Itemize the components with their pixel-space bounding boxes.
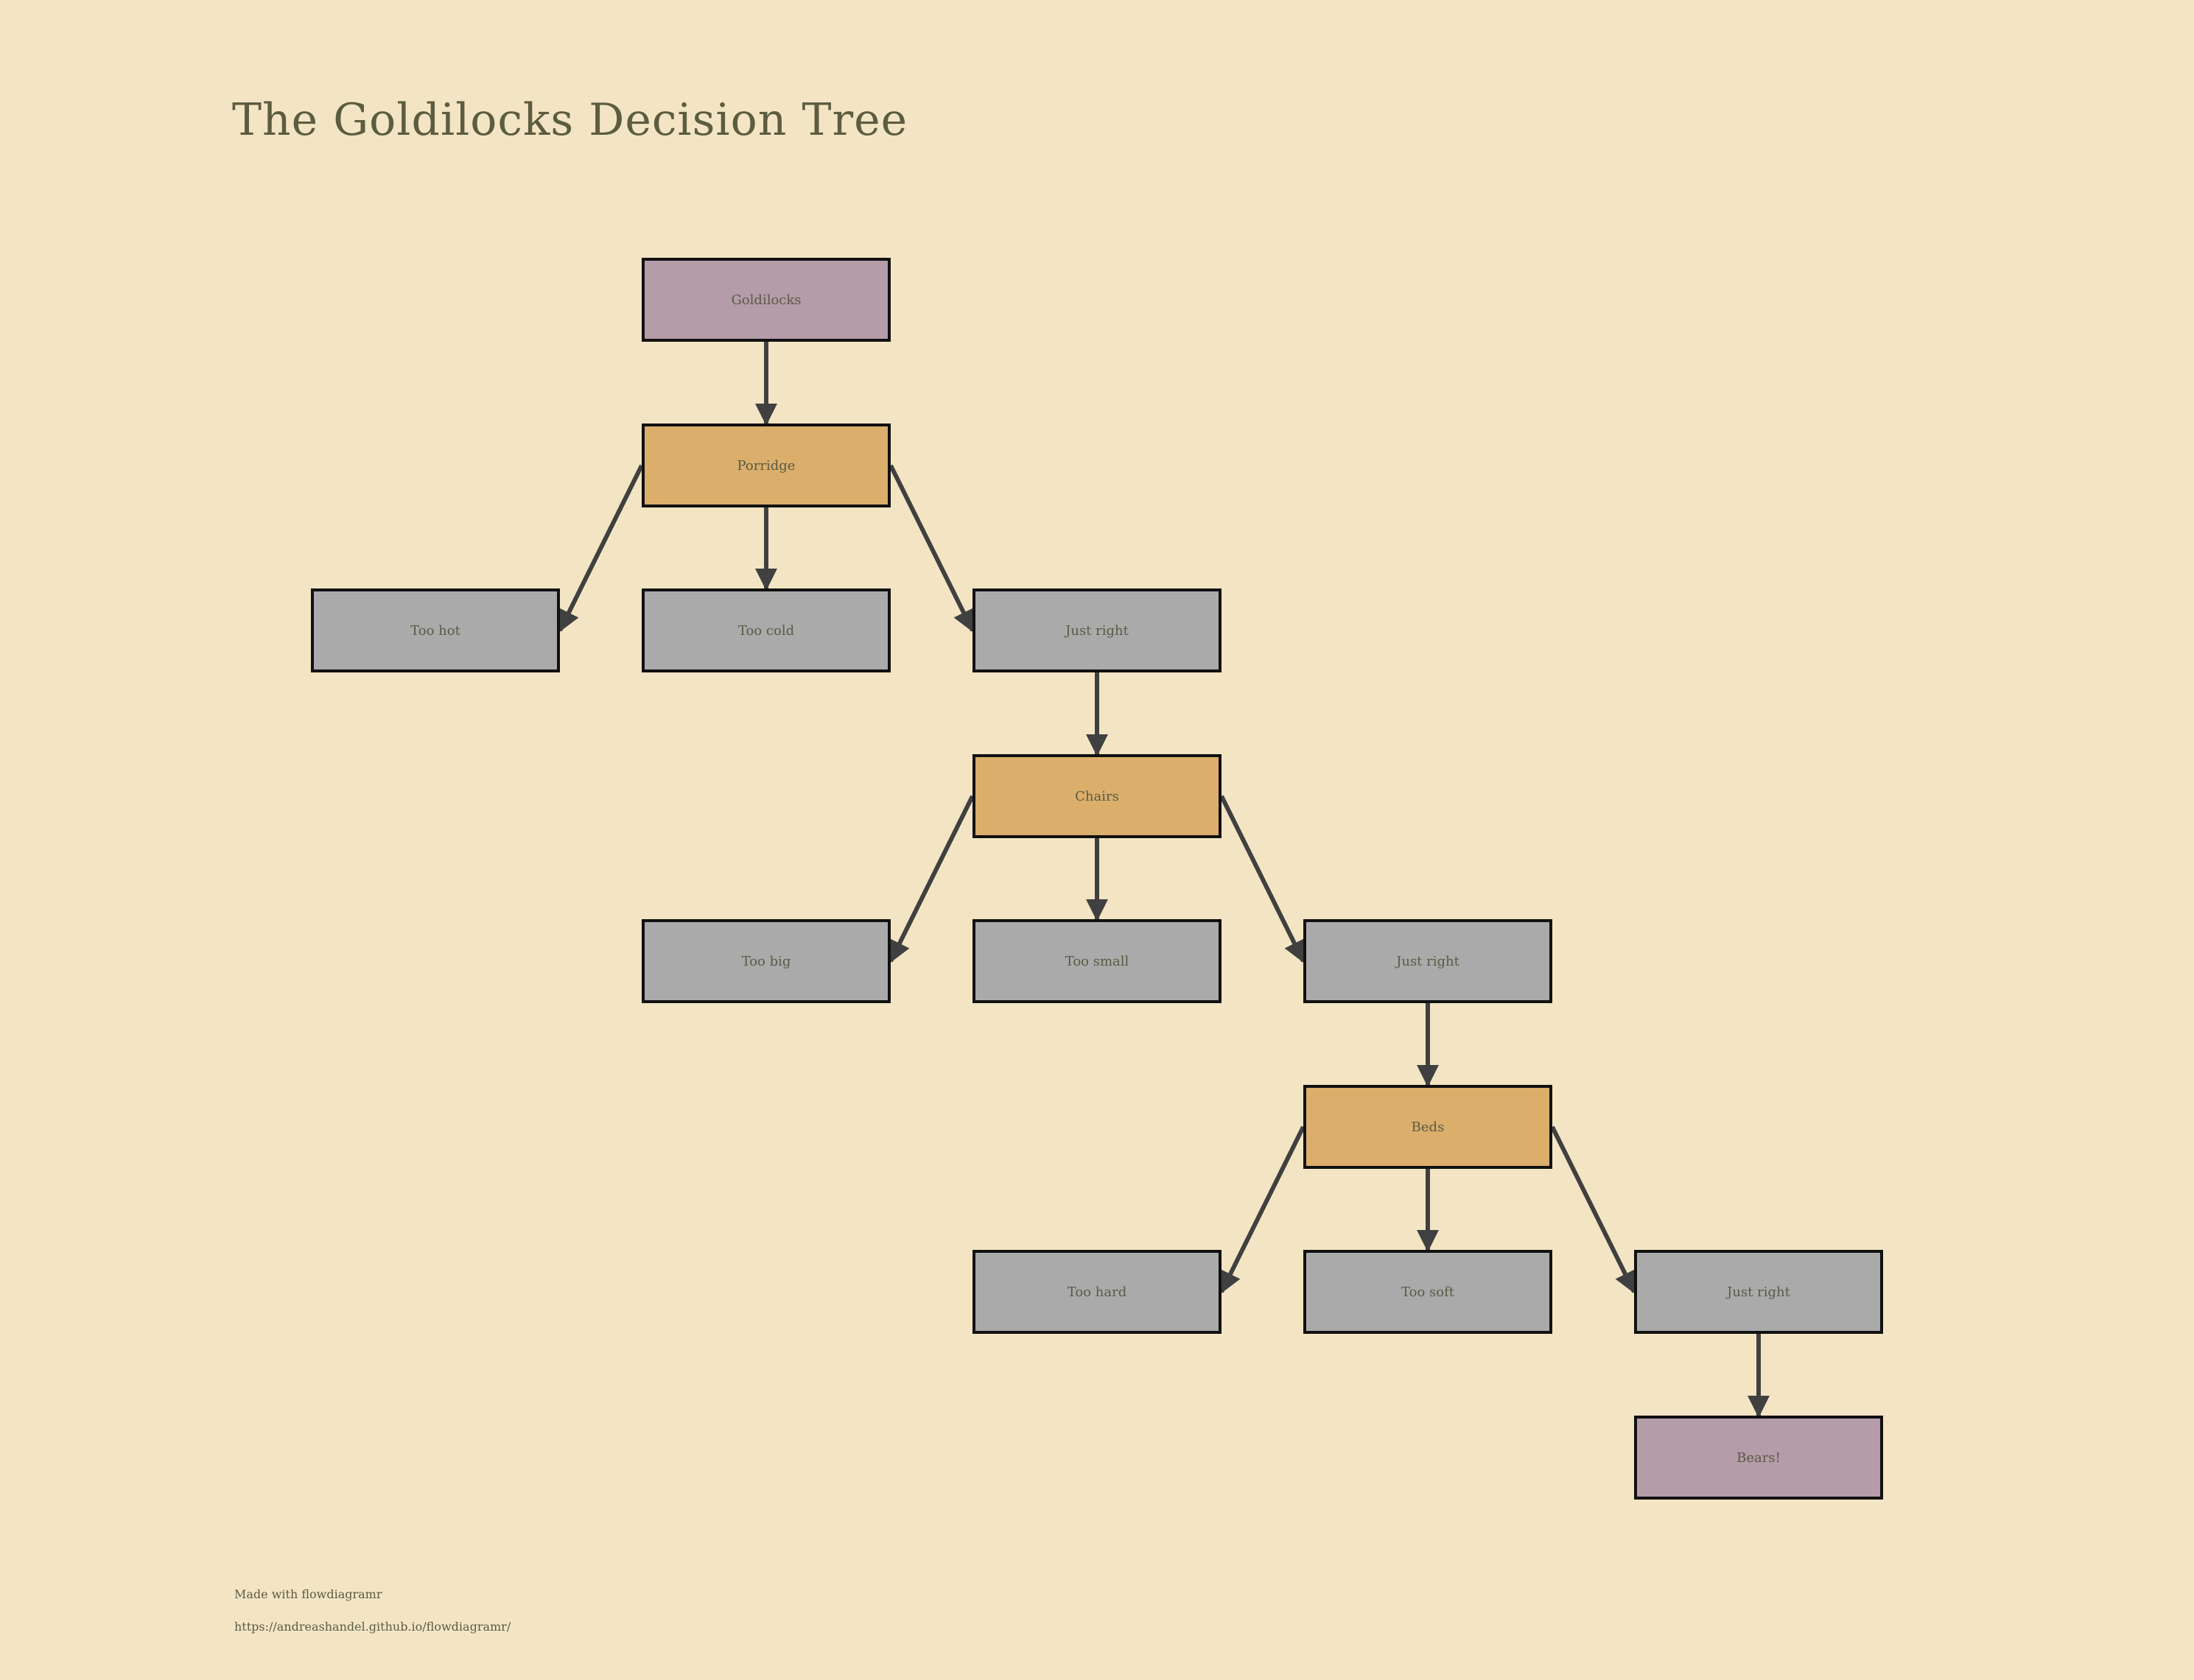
- node-beds-too-hard: Too hard: [972, 1250, 1222, 1334]
- edge-beds-to-beds-just-right: [1550, 1125, 1636, 1294]
- node-porridge-too-hot: Too hot: [311, 588, 560, 672]
- node-porridge-just-right: Just right: [972, 588, 1222, 672]
- footer-credit: Made with flowdiagramr: [234, 1587, 382, 1601]
- edge-porridge-to-porridge-too-hot: [558, 464, 644, 633]
- edge-beds-to-beds-too-hard: [1219, 1125, 1305, 1294]
- node-beds: Beds: [1303, 1085, 1552, 1169]
- node-chairs-too-small: Too small: [972, 919, 1222, 1003]
- node-beds-too-soft: Too soft: [1303, 1250, 1552, 1334]
- node-goldilocks: Goldilocks: [642, 258, 891, 342]
- node-porridge-too-cold: Too cold: [642, 588, 891, 672]
- node-beds-just-right: Just right: [1634, 1250, 1883, 1334]
- diagram-title: The Goldilocks Decision Tree: [232, 94, 908, 146]
- node-chairs-too-big: Too big: [642, 919, 891, 1003]
- node-porridge: Porridge: [642, 423, 891, 507]
- node-chairs-just-right: Just right: [1303, 919, 1552, 1003]
- edge-porridge-to-porridge-just-right: [889, 464, 975, 633]
- node-chairs: Chairs: [972, 754, 1222, 838]
- footer-url: https://andreashandel.github.io/flowdiag…: [234, 1620, 511, 1634]
- node-bears: Bears!: [1634, 1416, 1883, 1500]
- edge-chairs-to-chairs-just-right: [1219, 795, 1305, 963]
- edge-chairs-to-chairs-too-big: [889, 795, 975, 963]
